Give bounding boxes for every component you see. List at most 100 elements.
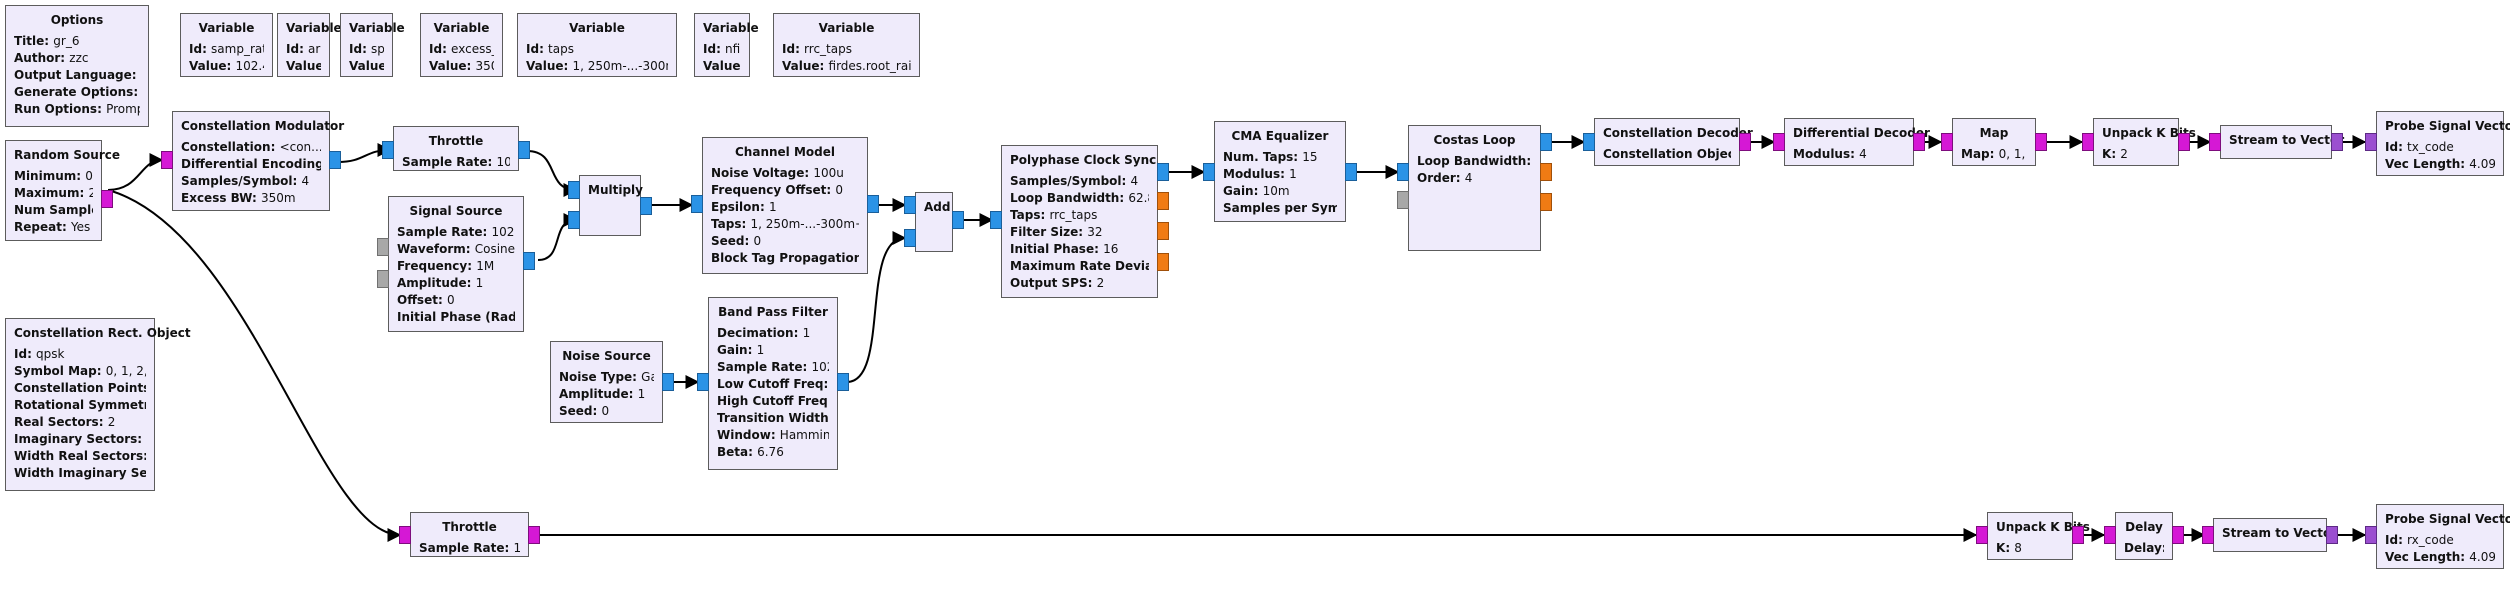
input-port[interactable] [1976, 526, 1988, 544]
input-port[interactable] [990, 211, 1002, 229]
input-port[interactable] [568, 211, 580, 229]
output-port[interactable] [1157, 163, 1169, 181]
output-port[interactable] [329, 151, 341, 169]
param-separator: : [819, 59, 829, 73]
input-port[interactable] [377, 238, 389, 256]
output-port[interactable] [1157, 222, 1169, 240]
input-port[interactable] [568, 181, 580, 199]
output-port[interactable] [662, 373, 674, 391]
output-port[interactable] [867, 195, 879, 213]
input-port[interactable] [1583, 133, 1595, 151]
output-port[interactable] [2035, 133, 2047, 151]
output-port[interactable] [640, 197, 652, 215]
input-port[interactable] [2209, 133, 2221, 151]
param-row: Imaginary Sectors: 2 [14, 431, 146, 448]
param-separator: : [487, 155, 497, 169]
output-port[interactable] [518, 141, 530, 159]
block-multiply[interactable]: Multiply [579, 175, 643, 236]
input-port[interactable] [2202, 526, 2214, 544]
param-label: Delay [2124, 541, 2162, 555]
block-title: CMA Equalizer [1231, 129, 1329, 143]
input-port[interactable] [377, 270, 389, 288]
output-port[interactable] [101, 190, 113, 208]
param-label: Amplitude [559, 387, 629, 401]
input-port[interactable] [1203, 163, 1215, 181]
param-value: 15 [1302, 150, 1318, 164]
param-row: Window: Hamming [717, 427, 829, 444]
output-port[interactable] [1913, 133, 1925, 151]
input-port[interactable] [161, 151, 173, 169]
output-port[interactable] [523, 252, 535, 270]
input-port[interactable] [697, 373, 709, 391]
input-port[interactable] [2104, 526, 2116, 544]
input-port[interactable] [2365, 133, 2377, 151]
param-row: Initial Phase: 16 [1010, 241, 1149, 258]
param-value: Gaussian [641, 370, 654, 384]
output-port[interactable] [1157, 192, 1169, 210]
output-port[interactable] [2331, 133, 2343, 151]
input-port[interactable] [691, 195, 703, 213]
output-port[interactable] [952, 211, 964, 229]
input-port[interactable] [2365, 526, 2377, 544]
output-port[interactable] [1540, 133, 1552, 151]
output-port[interactable] [2172, 526, 2184, 544]
input-port[interactable] [1941, 133, 1953, 151]
output-port[interactable] [528, 526, 540, 544]
param-row: Value: 4 [349, 58, 384, 75]
param-value: 10m [1262, 184, 1290, 198]
output-port[interactable] [1345, 163, 1357, 181]
param-row: Filter Size: 32 [1010, 224, 1149, 241]
output-port[interactable] [1739, 133, 1751, 151]
input-port[interactable] [1397, 191, 1409, 209]
input-port[interactable] [2082, 133, 2094, 151]
input-port[interactable] [1397, 163, 1409, 181]
block-s2v2[interactable]: Stream to Vector [2213, 518, 2337, 552]
output-port[interactable] [1540, 193, 1552, 211]
output-port[interactable] [2072, 526, 2084, 544]
param-value: 1 [756, 343, 765, 357]
output-port[interactable] [1540, 163, 1552, 181]
block-s2v1[interactable]: Stream to Vector [2220, 125, 2344, 159]
input-port[interactable] [904, 229, 916, 247]
output-port[interactable] [1157, 253, 1169, 271]
input-port[interactable] [1773, 133, 1785, 151]
param-label: Id [14, 347, 28, 361]
input-port[interactable] [382, 141, 394, 159]
output-port[interactable] [2326, 526, 2338, 544]
input-port[interactable] [399, 526, 411, 544]
param-row: Generate Options: No GUI [14, 84, 140, 101]
output-port[interactable] [2178, 133, 2190, 151]
output-port[interactable] [837, 373, 849, 391]
input-port[interactable] [904, 196, 916, 214]
block-add[interactable]: Add [915, 192, 953, 252]
